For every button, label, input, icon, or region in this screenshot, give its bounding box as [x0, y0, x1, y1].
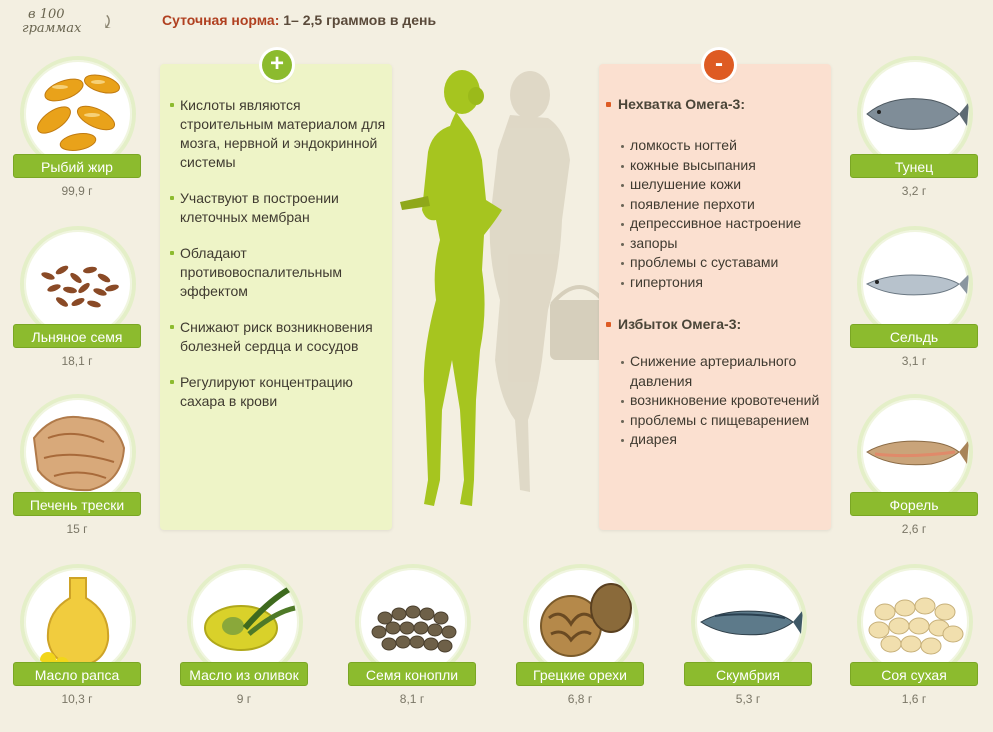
list-item: депрессивное настроение	[621, 214, 829, 234]
list-item: Снижают риск возникновения болезней серд…	[168, 318, 390, 356]
list-item: шелушение кожи	[621, 175, 829, 195]
food-value: 9 г	[236, 692, 252, 706]
excess-title: Избыток Омега-3:	[606, 316, 741, 332]
list-item: ломкость ногтей	[621, 136, 829, 156]
food-label: Масло из оливок	[180, 662, 308, 686]
list-item: диарея	[621, 430, 829, 450]
food-label: Тунец	[850, 154, 978, 178]
benefits-list: Кислоты являются строительным материалом…	[168, 96, 390, 428]
arrow-down-icon: ⤸	[100, 12, 116, 33]
cod-liver-icon	[20, 394, 136, 510]
food-value: 6,8 г	[567, 692, 593, 706]
food-value: 5,3 г	[735, 692, 761, 706]
deficit-list: ломкость ногтей кожные высыпания шелушен…	[621, 136, 829, 292]
food-value: 1,6 г	[901, 692, 927, 706]
daily-norm: Суточная норма: 1– 2,5 граммов в день	[162, 12, 436, 28]
per-100-line2: граммах	[22, 21, 82, 36]
food-label: Форель	[850, 492, 978, 516]
list-item: запоры	[621, 234, 829, 254]
list-item: появление перхоти	[621, 195, 829, 215]
hemp-seed-icon	[355, 564, 471, 680]
food-label: Скумбрия	[684, 662, 812, 686]
food-value: 10,3 г	[61, 692, 93, 706]
list-item: проблемы с пищеварением	[621, 411, 829, 431]
food-label: Соя сухая	[850, 662, 978, 686]
harms-panel: Нехватка Омега-3: ломкость ногтей кожные…	[599, 64, 831, 530]
food-value: 3,2 г	[901, 184, 927, 198]
food-label: Масло рапса	[13, 662, 141, 686]
food-label: Льняное семя	[13, 324, 141, 348]
daily-norm-value: 1– 2,5 граммов в день	[283, 12, 437, 28]
food-value: 2,6 г	[901, 522, 927, 536]
plus-icon: +	[262, 50, 292, 80]
food-value: 8,1 г	[399, 692, 425, 706]
per-100-line1: в 100	[28, 7, 65, 22]
trout-fish-icon	[857, 394, 973, 510]
walnut-icon	[523, 564, 639, 680]
food-label: Грецкие орехи	[516, 662, 644, 686]
food-value: 3,1 г	[901, 354, 927, 368]
olive-oil-icon	[187, 564, 303, 680]
list-item: Регулируют концентрацию сахара в крови	[168, 373, 390, 411]
food-value: 15 г	[66, 522, 88, 536]
minus-icon: -	[704, 50, 734, 80]
daily-norm-label: Суточная норма:	[162, 12, 280, 28]
food-label: Рыбий жир	[13, 154, 141, 178]
woman-silhouette-illustration	[400, 70, 610, 506]
food-label: Семя конопли	[348, 662, 476, 686]
list-item: Кислоты являются строительным материалом…	[168, 96, 390, 172]
list-item: кожные высыпания	[621, 156, 829, 176]
list-item: Обладают противовоспалительным эффектом	[168, 244, 390, 301]
deficit-title: Нехватка Омега-3:	[606, 96, 745, 112]
list-item: проблемы с суставами	[621, 253, 829, 273]
per-100-grams-note: в 100 граммах ⤸	[22, 7, 115, 36]
benefits-panel: Кислоты являются строительным материалом…	[160, 64, 392, 530]
food-value: 99,9 г	[61, 184, 93, 198]
list-item: Участвуют в построении клеточных мембран	[168, 189, 390, 227]
list-item: гипертония	[621, 273, 829, 293]
food-label: Сельдь	[850, 324, 978, 348]
list-item: Снижение артериального давления	[621, 352, 829, 391]
food-label: Печень трески	[13, 492, 141, 516]
excess-list: Снижение артериального давления возникно…	[621, 352, 829, 450]
fish-oil-capsules-icon	[20, 56, 136, 172]
list-item: возникновение кровотечений	[621, 391, 829, 411]
food-value: 18,1 г	[61, 354, 93, 368]
